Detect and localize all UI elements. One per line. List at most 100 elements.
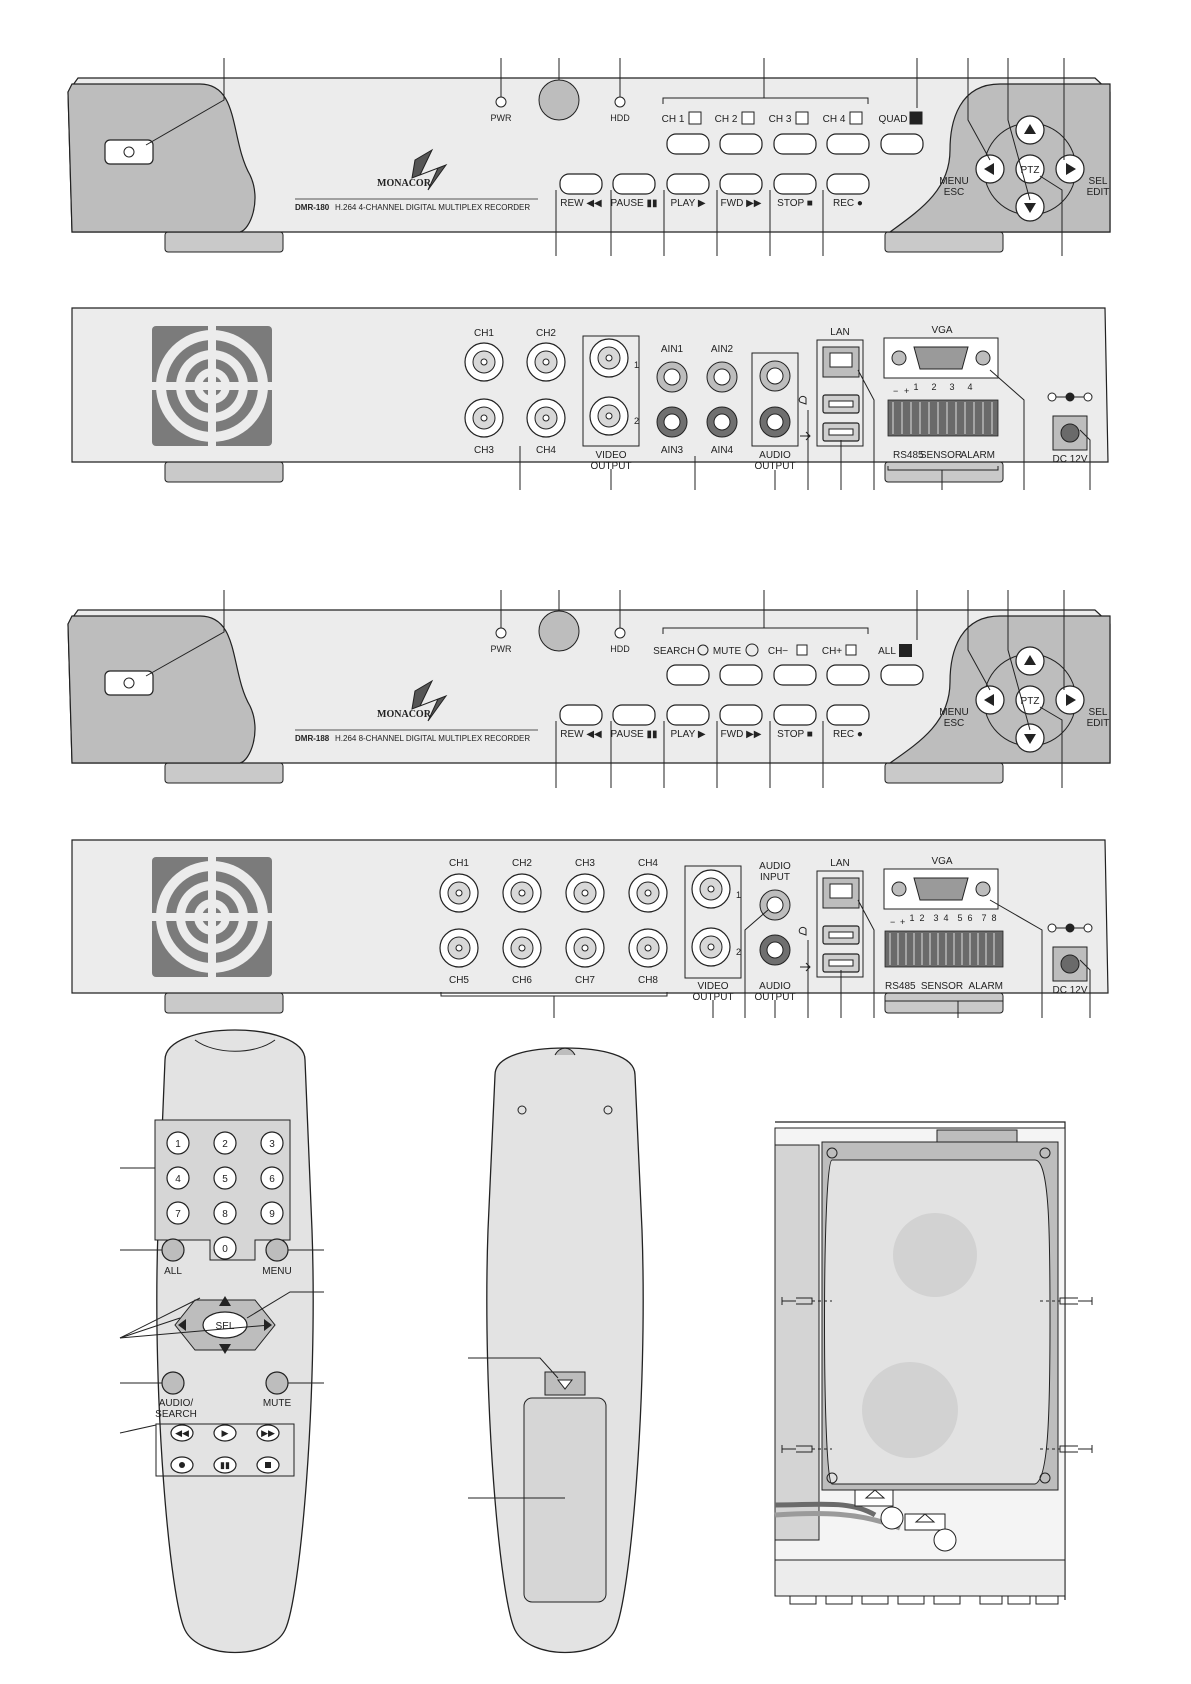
ch1-button[interactable] [666, 133, 710, 155]
power-button[interactable] [104, 139, 154, 165]
rec-button[interactable] [826, 173, 870, 195]
rew-button[interactable] [559, 173, 603, 195]
battery-cover[interactable] [523, 1397, 607, 1603]
play-button[interactable] [666, 173, 710, 195]
all-label: ALL [878, 646, 896, 657]
fwd-button[interactable] [719, 704, 763, 726]
left-arrow-icon[interactable] [178, 1319, 186, 1331]
brand-label: MONACOR [377, 178, 432, 189]
ch4-button[interactable] [826, 133, 870, 155]
forward-icon: ▶▶ [261, 1428, 275, 1438]
rs-plus: + [904, 386, 909, 396]
terminal-block[interactable] [884, 930, 1004, 968]
stop-label: STOP ■ [777, 729, 813, 740]
fwd-button[interactable] [719, 173, 763, 195]
ch-plus-button[interactable] [826, 664, 870, 686]
digit-label: 1 [175, 1139, 181, 1150]
ch4-icon [849, 111, 863, 125]
power-icon [123, 146, 135, 158]
channel-buttons: CH 1 CH 2 CH 3 CH 4 QUAD [662, 111, 924, 155]
digit-key[interactable] [213, 1236, 237, 1260]
pause-button[interactable] [612, 704, 656, 726]
vga-port[interactable] [913, 346, 969, 370]
mute-button[interactable] [719, 664, 763, 686]
search-button[interactable] [666, 664, 710, 686]
down-arrow-icon[interactable] [219, 1344, 231, 1354]
ch-in-label: CH7 [575, 975, 595, 986]
drive-platter-shadow [893, 1213, 977, 1297]
rew-button[interactable] [559, 704, 603, 726]
forward-button[interactable] [256, 1424, 280, 1442]
audio-search-button[interactable] [161, 1371, 185, 1395]
digit-label: 8 [222, 1209, 228, 1220]
remote-transport: ◀◀ ▶ ▶▶ ▮▮ [170, 1424, 280, 1474]
mouse-icon [798, 395, 807, 405]
all-grid-icon [899, 644, 912, 657]
right-arrow-icon [1066, 694, 1076, 706]
rewind-button[interactable] [170, 1424, 194, 1442]
transport-buttons: REW ◀◀ PAUSE ▮▮ PLAY ▶ FWD ▶▶ STOP ■ REC… [559, 173, 870, 209]
vo2-num: 2 [736, 947, 741, 957]
pause-button[interactable] [213, 1456, 237, 1474]
digit-key[interactable] [260, 1131, 284, 1155]
panel-left-shade [67, 83, 256, 233]
digit-label: 2 [222, 1139, 228, 1150]
digit-label: 7 [175, 1209, 181, 1220]
ch-in-label: CH5 [449, 975, 469, 986]
ain4-label: AIN4 [711, 445, 734, 456]
esc-label: ESC [944, 187, 965, 198]
rec-label: REC ● [833, 729, 863, 740]
terminal-block[interactable] [887, 399, 999, 437]
vga-port[interactable] [913, 877, 969, 901]
digit-key[interactable] [166, 1166, 190, 1190]
video-output-box [684, 865, 742, 979]
dpad: PTZ [975, 646, 1085, 753]
digit-key[interactable] [213, 1166, 237, 1190]
power-button[interactable] [104, 670, 154, 696]
digit-key[interactable] [260, 1201, 284, 1225]
digit-key[interactable] [213, 1201, 237, 1225]
fan-grille [152, 326, 272, 446]
ch-minus-label: CH− [768, 646, 788, 657]
play-button[interactable] [666, 704, 710, 726]
fan-grille [152, 857, 272, 977]
up-arrow-icon [1024, 655, 1036, 665]
stop-button[interactable] [773, 704, 817, 726]
up-arrow-icon [1024, 124, 1036, 134]
digit-key[interactable] [260, 1166, 284, 1190]
menu-button[interactable] [265, 1238, 289, 1262]
mount-hole [1039, 1472, 1051, 1484]
function-buttons: SEARCH MUTE CH− CH+ ALL [653, 643, 924, 686]
hdd-led [614, 96, 626, 108]
alarm-label: ALARM [961, 450, 995, 461]
sensor-terminals: − + 1 2 3 4 5 6 7 8 RS485 SENSOR ALARM [884, 913, 1004, 992]
ch-minus-button[interactable] [773, 664, 817, 686]
rec-button[interactable] [826, 704, 870, 726]
pwr-led [495, 627, 507, 639]
edit-label: EDIT [1087, 187, 1110, 198]
device-foot [164, 461, 284, 483]
digit-key[interactable] [166, 1201, 190, 1225]
ptz-button[interactable] [1015, 685, 1045, 715]
all-button[interactable] [161, 1238, 185, 1262]
device-foot [884, 762, 1004, 784]
polarity-plus-icon [1083, 392, 1093, 402]
edit-label: EDIT [1087, 718, 1110, 729]
rec-label: REC ● [833, 198, 863, 209]
ir-emitter [554, 1047, 576, 1056]
transport-buttons: REW ◀◀ PAUSE ▮▮ PLAY ▶ FWD ▶▶ STOP ■ REC… [559, 704, 870, 740]
digit-label: 5 [222, 1174, 228, 1185]
sel-button[interactable] [202, 1311, 248, 1339]
mute-button[interactable] [265, 1371, 289, 1395]
rear-panel-dmr188: CH1 CH2 CH3 CH4 CH5 CH6 CH7 CH8 1 2 VIDE… [71, 839, 1109, 1018]
up-arrow-icon[interactable] [219, 1296, 231, 1306]
stop-button[interactable] [773, 173, 817, 195]
all-button[interactable] [880, 664, 924, 686]
pause-button[interactable] [612, 173, 656, 195]
ch2-button[interactable] [719, 133, 763, 155]
digit-key[interactable] [166, 1131, 190, 1155]
quad-button[interactable] [880, 133, 924, 155]
play-button[interactable] [213, 1424, 237, 1442]
ch3-button[interactable] [773, 133, 817, 155]
digit-key[interactable] [213, 1131, 237, 1155]
